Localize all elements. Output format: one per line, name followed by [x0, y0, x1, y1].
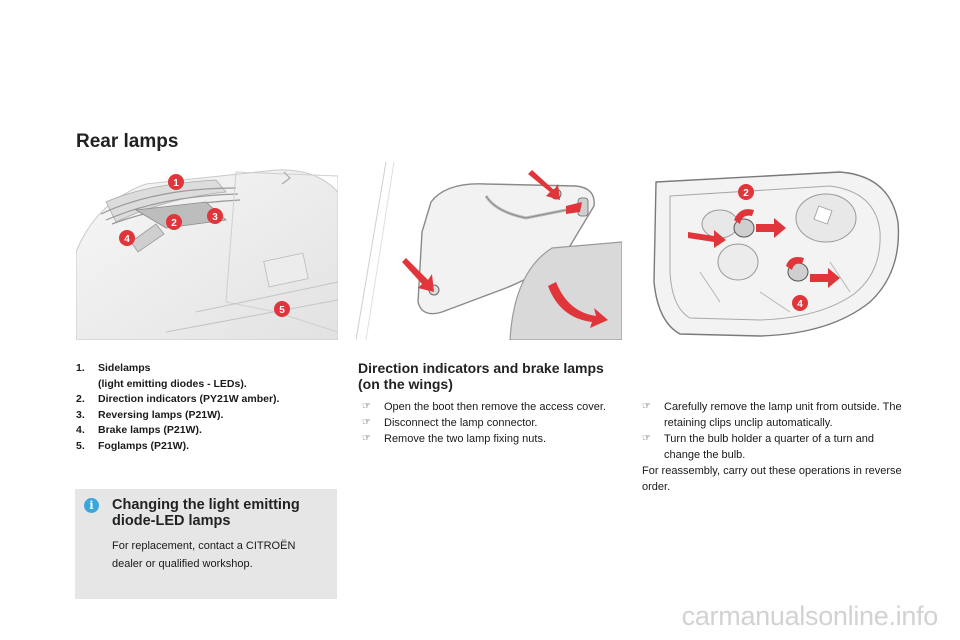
- svg-text:1: 1: [173, 178, 179, 189]
- list-number: 2.: [76, 393, 85, 405]
- svg-text:2: 2: [171, 218, 177, 229]
- callout-3: 3: [207, 208, 223, 224]
- pointing-hand-icon: ☞: [642, 433, 651, 444]
- list-text: Sidelamps: [98, 362, 151, 374]
- step-text: Open the boot then remove the access cov…: [384, 401, 606, 413]
- step-text: Disconnect the lamp connector.: [384, 417, 538, 429]
- arrow-icon: [402, 258, 434, 292]
- list-number: 3.: [76, 408, 85, 421]
- step-text: Remove the two lamp fixing nuts.: [384, 433, 547, 445]
- step-text: Carefully remove the lamp unit from outs…: [664, 401, 902, 429]
- arrow-icon: [810, 268, 840, 288]
- list-item: 2. Direction indicators (PY21W amber).: [76, 392, 346, 408]
- steps-list-left: ☞ Open the boot then remove the access co…: [362, 399, 612, 447]
- lamp-list: 1. Sidelamps (light emitting diodes - LED…: [76, 361, 346, 454]
- list-number: 5.: [76, 439, 85, 452]
- list-subtext: (light emitting diodes - LEDs).: [98, 377, 247, 390]
- list-item: 4. Brake lamps (P21W).: [76, 423, 346, 439]
- boot-access-figure: [356, 162, 622, 340]
- swing-arrow-icon: [548, 282, 608, 328]
- step-item: ☞ Open the boot then remove the access co…: [362, 399, 612, 415]
- pointing-hand-icon: ☞: [362, 417, 371, 428]
- step-item: ☞ Remove the two lamp fixing nuts.: [362, 431, 612, 447]
- rear-lamp-cluster-figure: 1 2 3 4 5: [76, 162, 338, 340]
- list-number: 4.: [76, 424, 85, 436]
- svg-text:3: 3: [212, 212, 218, 223]
- arrow-icon: [756, 218, 786, 238]
- callout-5: 5: [274, 301, 290, 317]
- reassembly-note: For reassembly, carry out these operatio…: [642, 465, 902, 493]
- pointing-hand-icon: ☞: [642, 401, 651, 412]
- step-item: ☞ Disconnect the lamp connector.: [362, 415, 612, 431]
- svg-text:4: 4: [797, 299, 803, 310]
- callout-2: 2: [166, 214, 182, 230]
- list-item: 3. Reversing lamps (P21W).: [76, 408, 346, 424]
- info-icon: i: [84, 498, 99, 513]
- info-title: Changing the light emitting diode-LED la…: [112, 497, 300, 529]
- step-item: ☞ Turn the bulb holder a quarter of a tur…: [642, 431, 904, 463]
- list-number: 1.: [76, 362, 85, 374]
- section-title: Direction indicators and brake lamps (on…: [358, 360, 604, 392]
- list-item: 1. Sidelamps (light emitting diodes - LED…: [76, 361, 346, 392]
- rotate-arrow-icon: [734, 209, 754, 224]
- callout-4: 4: [119, 230, 135, 246]
- callout-1: 1: [168, 174, 184, 190]
- arrow-icon: [528, 170, 560, 200]
- list-text: Reversing lamps (P21W).: [98, 408, 224, 421]
- arrow-icon: [566, 202, 582, 214]
- page-title: Rear lamps: [76, 131, 179, 152]
- pointing-hand-icon: ☞: [362, 433, 371, 444]
- list-text: Brake lamps (P21W).: [98, 424, 202, 436]
- rotate-arrow-icon: [786, 257, 804, 270]
- list-text: Direction indicators (PY21W amber).: [98, 393, 280, 405]
- step-text: Turn the bulb holder a quarter of a turn…: [664, 433, 874, 461]
- info-text: For replacement, contact a CITROËN deale…: [112, 540, 296, 570]
- svg-text:2: 2: [743, 188, 749, 199]
- svg-text:4: 4: [124, 234, 130, 245]
- info-box: i Changing the light emitting diode-LED …: [75, 489, 337, 599]
- list-text: Foglamps (P21W).: [98, 439, 190, 452]
- list-item: 5. Foglamps (P21W).: [76, 439, 346, 455]
- svg-text:5: 5: [279, 305, 285, 316]
- watermark: carmanualsonline.info: [681, 601, 939, 631]
- callout-2: 2: [738, 184, 754, 200]
- steps-list-right: ☞ Carefully remove the lamp unit from out…: [642, 399, 904, 495]
- arrow-icon: [688, 230, 726, 248]
- step-item: ☞ Carefully remove the lamp unit from out…: [642, 399, 904, 431]
- pointing-hand-icon: ☞: [362, 401, 371, 412]
- lamp-unit-figure: 2 4: [640, 162, 902, 340]
- callout-4: 4: [792, 295, 808, 311]
